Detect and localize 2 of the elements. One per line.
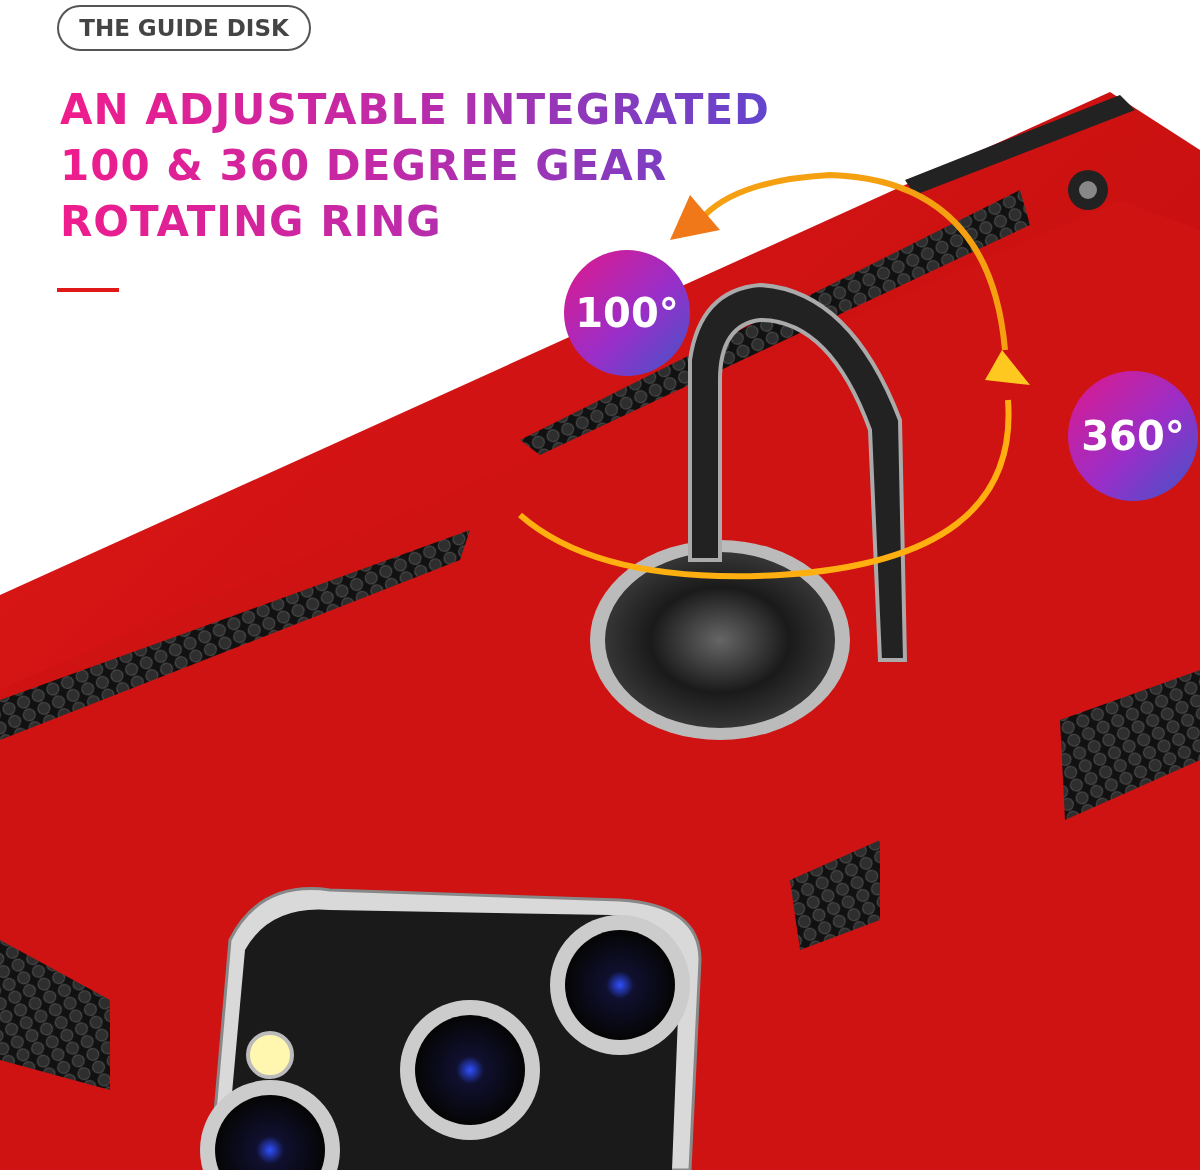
section-tag: THE GUIDE DISK: [57, 5, 311, 51]
angle-badge: 100°: [564, 250, 690, 376]
